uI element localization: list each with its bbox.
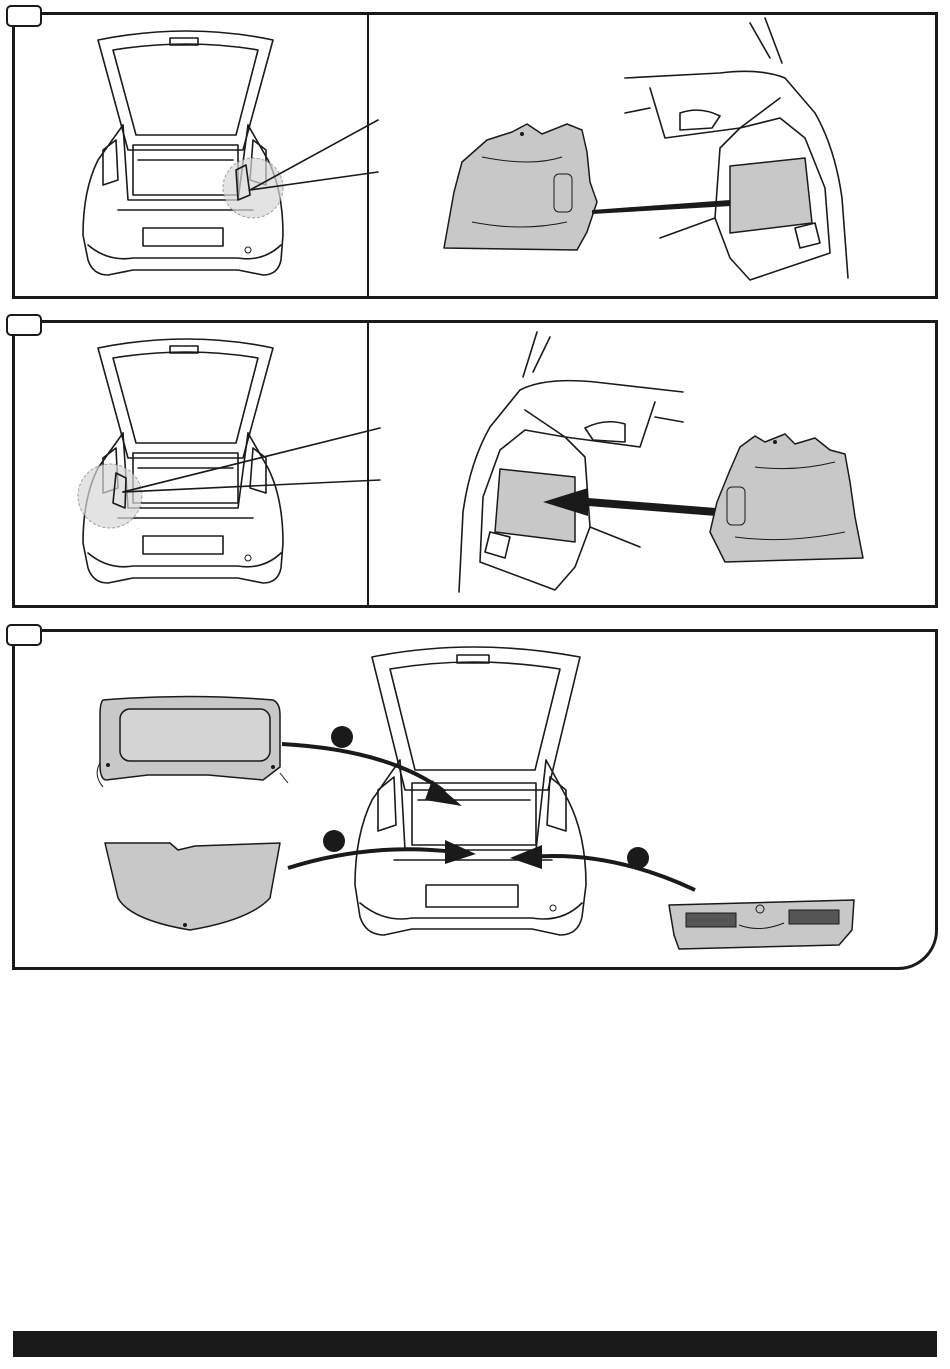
step-2-number-tab <box>6 314 42 336</box>
footer-bar <box>13 1331 937 1357</box>
callout-lines <box>118 420 383 500</box>
rear-sill-trim-icon <box>664 895 859 955</box>
parcel-shelf-icon <box>88 695 293 795</box>
boot-interior-left-icon <box>455 332 695 597</box>
boot-floor-panel-icon <box>100 838 285 933</box>
step-3-number-tab <box>6 624 42 646</box>
step-1-number-tab <box>6 5 42 27</box>
callout-lines <box>240 110 380 200</box>
side-trim-panel-icon <box>705 432 870 567</box>
boot-interior-right-icon <box>620 18 850 288</box>
install-arrows-icon <box>280 730 700 895</box>
side-trim-panel-icon <box>442 122 602 257</box>
insert-arrow-icon <box>538 484 718 524</box>
